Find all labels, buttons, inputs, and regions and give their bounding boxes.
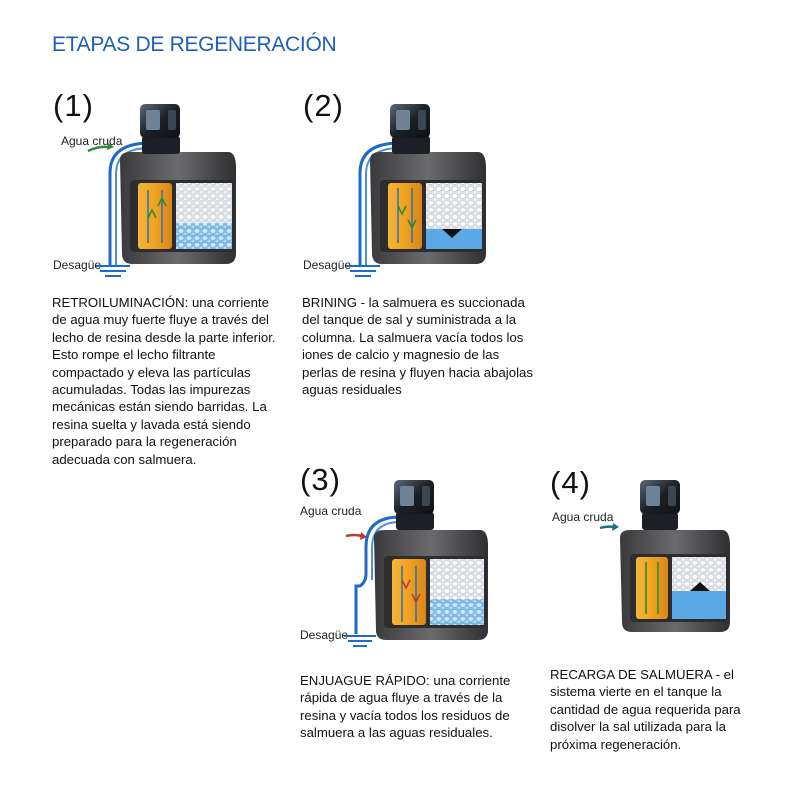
stage-description: RETROILUMINACIÓN: una corriente de agua … — [52, 295, 276, 467]
stage-1: (1) Agua cruda Desagüe RETROILUMINACIÓN:… — [50, 88, 300, 508]
drain-icon — [346, 265, 380, 277]
fast-rinse-tank-diagram — [344, 480, 488, 647]
raw-water-label: Agua cruda — [300, 504, 362, 518]
page-title: ETAPAS DE REGENERACIÓN — [52, 33, 337, 56]
brine-refill-tank-diagram — [599, 480, 730, 632]
stage-number: (2) — [303, 88, 344, 123]
inflow-arrow-icon — [345, 533, 363, 538]
stage-description: ENJUAGUE RÁPIDO: una corriente rápida de… — [300, 673, 511, 741]
inflow-arrow-icon — [599, 525, 615, 530]
brine-down-arrow-icon — [442, 229, 462, 238]
backwash-tank-diagram — [87, 104, 236, 277]
brining-tank-diagram — [346, 104, 486, 277]
stage-number: (3) — [300, 462, 341, 497]
drain-label: Desagüe — [300, 628, 349, 642]
drain-icon — [96, 265, 130, 277]
brine-up-arrow-icon — [690, 582, 710, 591]
drain-label: Desagüe — [53, 258, 102, 272]
stage-number: (4) — [550, 465, 591, 500]
inflow-arrow-icon — [87, 145, 109, 153]
stage-description: BRINING - la salmuera es succionada del … — [302, 295, 533, 398]
stage-2: (2) Desagüe BRINING - la salmuera es suc… — [300, 88, 550, 428]
drain-label: Desagüe — [303, 258, 352, 272]
raw-water-label: Agua cruda — [61, 134, 123, 148]
stage-description: RECARGA DE SALMUERA - el sistema vierte … — [550, 667, 741, 752]
raw-water-label: Agua cruda — [552, 510, 614, 524]
stage-number: (1) — [53, 88, 94, 123]
stage-4: (4) Agua cruda RECARGA DE SALMUERA - el … — [548, 462, 798, 782]
stage-3: (3) Agua cruda Desagüe ENJUAGUE RÁPIDO: … — [300, 462, 550, 782]
drain-icon — [344, 635, 376, 647]
